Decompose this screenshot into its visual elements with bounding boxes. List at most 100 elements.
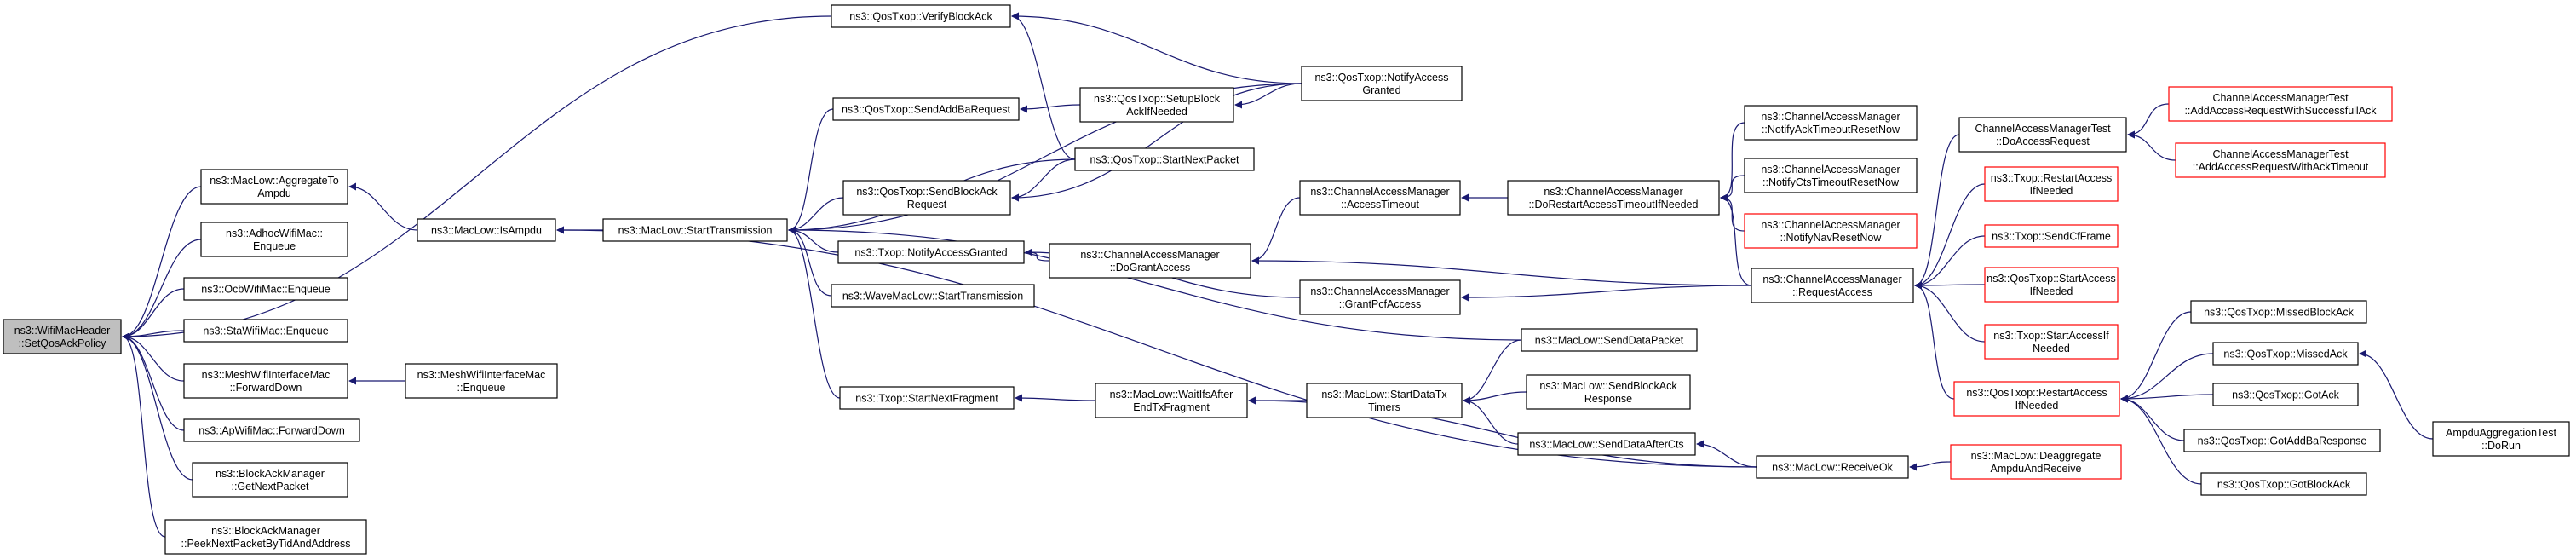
node-label-line: Enqueue	[253, 240, 296, 252]
node-box	[164, 519, 367, 555]
node-label-line: ns3::QosTxop::MissedAck	[2223, 349, 2348, 360]
node-missedAck[interactable]: ns3::QosTxop::MissedAck	[2212, 342, 2359, 366]
node-adhocEnqueue[interactable]: ns3::AdhocWifiMac::Enqueue	[200, 222, 348, 257]
node-label-line: ns3::QosTxop::NotifyAccess	[1314, 72, 1448, 84]
node-label-line: ns3::MacLow::AggregateTo	[210, 175, 339, 187]
node-notifyAckTimeoutReset[interactable]: ns3::ChannelAccessManager::NotifyAckTime…	[1744, 105, 1918, 141]
node-sendAddBaRequest[interactable]: ns3::QosTxop::SendAddBaRequest	[832, 97, 1020, 121]
edge-gotAck-to-qosRestartAccess	[2120, 394, 2214, 403]
node-startNextPacket[interactable]: ns3::QosTxop::StartNextPacket	[1074, 147, 1255, 171]
node-label-line: ns3::QosTxop::RestartAccess	[1966, 387, 2107, 399]
edge-sendBlockAckRequest-to-startTransmission	[788, 197, 844, 234]
node-box	[1984, 324, 2119, 360]
node-box	[1744, 213, 1918, 249]
node-ocbEnqueue[interactable]: ns3::OcbWifiMac::Enqueue	[183, 277, 348, 301]
edge-txopStartAccessIfNeeded-to-requestAccess	[1914, 281, 1986, 343]
node-startTransmission[interactable]: ns3::MacLow::StartTransmission	[602, 218, 788, 242]
node-label-line: Granted	[1362, 84, 1400, 96]
node-box	[2175, 142, 2386, 178]
edge-deaggregate-to-receiveOk	[1909, 461, 1952, 471]
node-accessTimeout[interactable]: ns3::ChannelAccessManager::AccessTimeout	[1299, 180, 1461, 216]
node-box	[1950, 444, 2122, 480]
node-label-line: ns3::MacLow::SendDataPacket	[1535, 335, 1684, 347]
edge-requestAccess-to-doRestartAccess	[1720, 193, 1752, 286]
node-box	[1507, 180, 1720, 216]
node-label-line: Request	[907, 199, 947, 210]
node-ampduTest[interactable]: AmpduAggregationTest::DoRun	[2432, 421, 2570, 457]
node-missedBlockAck[interactable]: ns3::QosTxop::MissedBlockAck	[2190, 300, 2367, 324]
node-label-line: ns3::QosTxop::SendAddBaRequest	[842, 104, 1011, 116]
node-label-line: ns3::BlockAckManager	[211, 525, 320, 537]
node-label-line: ::RequestAccess	[1792, 286, 1872, 298]
edge-ampduTest-to-missedAck	[2359, 349, 2434, 440]
edge-missedAck-to-qosRestartAccess	[2120, 353, 2214, 403]
edge-notifyAckTimeoutReset-to-doRestartAccess	[1720, 122, 1745, 202]
edge-notifyCtsTimeoutReset-to-doRestartAccess	[1720, 175, 1745, 202]
node-doGrantAccess[interactable]: ns3::ChannelAccessManager::DoGrantAccess	[1049, 243, 1251, 279]
node-label-line: ::NotifyNavResetNow	[1780, 232, 1883, 244]
node-label-line: ns3::QosTxop::GotAck	[2232, 389, 2339, 401]
node-box	[2212, 383, 2359, 406]
node-notifyCtsTimeoutReset[interactable]: ns3::ChannelAccessManager::NotifyCtsTime…	[1744, 158, 1918, 193]
node-label-line: ns3::QosTxop::SendBlockAck	[856, 186, 998, 198]
node-gotBlockAck[interactable]: ns3::QosTxop::GotBlockAck	[2200, 472, 2367, 496]
edge-waitIfsAfter-to-startNextFragment	[1015, 394, 1096, 402]
node-requestAccess[interactable]: ns3::ChannelAccessManager::RequestAccess	[1751, 268, 1914, 303]
node-apForwardDown[interactable]: ns3::ApWifiMac::ForwardDown	[183, 418, 360, 442]
node-root[interactable]: ns3::WifiMacHeader::SetQosAckPolicy	[3, 319, 122, 354]
node-grantPcfAccess[interactable]: ns3::ChannelAccessManager::GrantPcfAcces…	[1299, 280, 1461, 315]
node-box	[1049, 243, 1251, 279]
node-sendDataAfterCts[interactable]: ns3::MacLow::SendDataAfterCts	[1517, 432, 1696, 456]
node-sendDataPacket[interactable]: ns3::MacLow::SendDataPacket	[1521, 328, 1698, 352]
node-label-line: ns3::Txop::SendCfFrame	[1992, 231, 2111, 243]
node-meshEnqueue[interactable]: ns3::MeshWifiInterfaceMac::Enqueue	[405, 363, 558, 399]
node-box	[183, 418, 360, 442]
node-txopNotifyAccessGranted[interactable]: ns3::Txop::NotifyAccessGranted	[837, 240, 1025, 264]
edge-blockAckPeek-to-root	[122, 332, 166, 538]
node-label-line: ns3::MacLow::StartDataTx	[1321, 389, 1447, 401]
node-startNextFragment[interactable]: ns3::Txop::StartNextFragment	[839, 386, 1015, 410]
node-label-line: ns3::MacLow::ReceiveOk	[1772, 462, 1893, 474]
node-blockAckGetNext[interactable]: ns3::BlockAckManager::GetNextPacket	[192, 462, 348, 498]
node-camTestSuccessful[interactable]: ChannelAccessManagerTest::AddAccessReque…	[2168, 86, 2393, 122]
node-qosNotifyAccessGranted[interactable]: ns3::QosTxop::NotifyAccessGranted	[1301, 66, 1463, 101]
node-camTestDoAccessRequest[interactable]: ChannelAccessManagerTest::DoAccessReques…	[1958, 117, 2127, 153]
node-blockAckPeek[interactable]: ns3::BlockAckManager::PeekNextPacketByTi…	[164, 519, 367, 555]
node-meshForwardDown[interactable]: ns3::MeshWifiInterfaceMac::ForwardDown	[183, 363, 348, 399]
node-label-line: ::AddAccessRequestWithSuccessfullAck	[2184, 105, 2377, 117]
node-isAmpdu[interactable]: ns3::MacLow::IsAmpdu	[417, 218, 556, 242]
node-doRestartAccess[interactable]: ns3::ChannelAccessManager::DoRestartAcce…	[1507, 180, 1720, 216]
node-receiveOk[interactable]: ns3::MacLow::ReceiveOk	[1756, 455, 1909, 479]
edge-requestAccess-to-doGrantAccess	[1251, 256, 1752, 286]
node-label-line: ns3::QosTxop::StartNextPacket	[1090, 154, 1239, 166]
node-label-line: ns3::StaWifiMac::Enqueue	[203, 326, 328, 337]
node-box	[1744, 105, 1918, 141]
node-gotAddBaResponse[interactable]: ns3::QosTxop::GotAddBaResponse	[2183, 429, 2381, 452]
node-box	[1744, 158, 1918, 193]
node-label-line: Timers	[1368, 401, 1400, 413]
node-label-line: ns3::QosTxop::StartAccess	[1987, 273, 2115, 285]
node-box	[2190, 300, 2367, 324]
node-verifyBlockAck[interactable]: ns3::QosTxop::VerifyBlockAck	[831, 4, 1011, 28]
node-waveStartTransmission[interactable]: ns3::WaveMacLow::StartTransmission	[831, 284, 1035, 308]
node-label-line: ns3::MacLow::SendBlockAck	[1539, 380, 1677, 392]
node-label-line: ns3::ChannelAccessManager	[1080, 249, 1219, 261]
node-txopSendCfFrame[interactable]: ns3::Txop::SendCfFrame	[1984, 224, 2119, 248]
node-label-line: ns3::Txop::StartNextFragment	[855, 393, 998, 405]
node-label-line: ChannelAccessManagerTest	[1975, 123, 2111, 135]
node-camTestAckTimeout[interactable]: ChannelAccessManagerTest::AddAccessReque…	[2175, 142, 2386, 178]
node-staEnqueue[interactable]: ns3::StaWifiMac::Enqueue	[183, 319, 348, 343]
node-notifyNavResetNow[interactable]: ns3::ChannelAccessManager::NotifyNavRese…	[1744, 213, 1918, 249]
node-gotAck[interactable]: ns3::QosTxop::GotAck	[2212, 383, 2359, 406]
